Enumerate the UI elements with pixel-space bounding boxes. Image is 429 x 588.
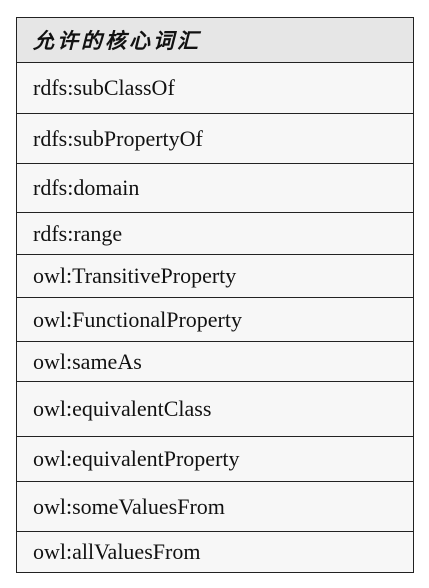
table-row: owl:equivalentProperty (16, 436, 414, 482)
table-row: rdfs:subPropertyOf (16, 113, 414, 164)
table-body: rdfs:subClassOf rdfs:subPropertyOf rdfs:… (16, 62, 414, 573)
table-cell: owl:someValuesFrom (16, 481, 414, 532)
table-row: owl:sameAs (16, 341, 414, 382)
table-cell: owl:TransitiveProperty (16, 254, 414, 298)
table-header-cell: 允许的核心词汇 (16, 17, 414, 63)
table-cell: rdfs:subClassOf (16, 62, 414, 114)
table-cell: rdfs:subPropertyOf (16, 113, 414, 164)
table-row: rdfs:subClassOf (16, 62, 414, 114)
table-row: owl:equivalentClass (16, 381, 414, 437)
table-row: owl:TransitiveProperty (16, 254, 414, 298)
table-row: owl:someValuesFrom (16, 481, 414, 532)
table-header-row: 允许的核心词汇 (16, 17, 414, 63)
table-cell: owl:FunctionalProperty (16, 297, 414, 342)
table-cell: rdfs:range (16, 212, 414, 255)
table-header: 允许的核心词汇 (16, 17, 414, 63)
table-row: rdfs:domain (16, 163, 414, 213)
table-row: owl:FunctionalProperty (16, 297, 414, 342)
table-cell: owl:allValuesFrom (16, 531, 414, 573)
table-row: rdfs:range (16, 212, 414, 255)
table-row: owl:allValuesFrom (16, 531, 414, 573)
table-cell: owl:equivalentProperty (16, 436, 414, 482)
table-cell: owl:sameAs (16, 341, 414, 382)
core-vocabulary-table: 允许的核心词汇 rdfs:subClassOf rdfs:subProperty… (16, 17, 414, 573)
table-cell: owl:equivalentClass (16, 381, 414, 437)
table-cell: rdfs:domain (16, 163, 414, 213)
